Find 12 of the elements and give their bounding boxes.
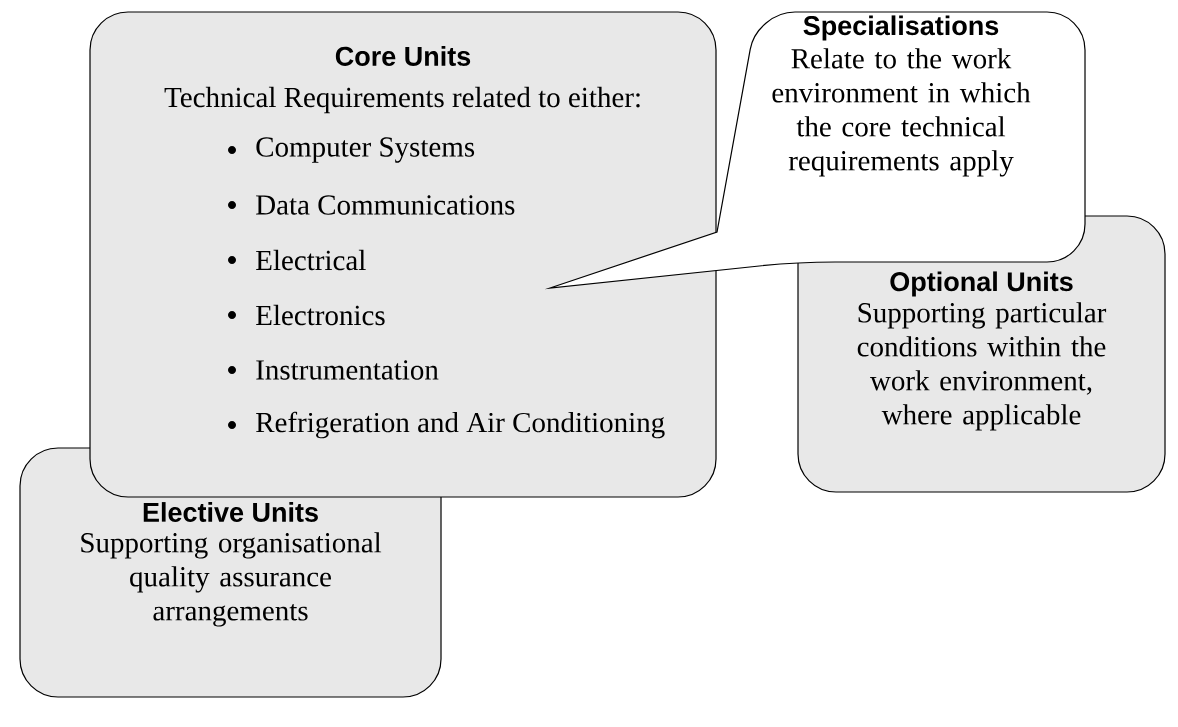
bullet-item: Electrical: [228, 249, 366, 271]
body-text: Supporting organisational quality assurance arrangements: [81, 532, 382, 627]
rounded-box: [89, 11, 717, 498]
body-text: Supporting particular conditions within the work environment, where applicable: [857, 302, 1107, 431]
bullet-item: Computer Systems: [228, 137, 475, 163]
heading: Elective Units: [143, 502, 318, 522]
intro-text: Technical Requirements related to either:: [164, 86, 640, 114]
bullet-item: Electronics: [228, 304, 385, 326]
bullet-item: Refrigeration and Air Conditioning: [228, 411, 665, 439]
heading: Core Units: [335, 46, 471, 66]
bullet-item: Instrumentation: [228, 360, 439, 380]
bullet-item: Data Communications: [228, 195, 515, 215]
